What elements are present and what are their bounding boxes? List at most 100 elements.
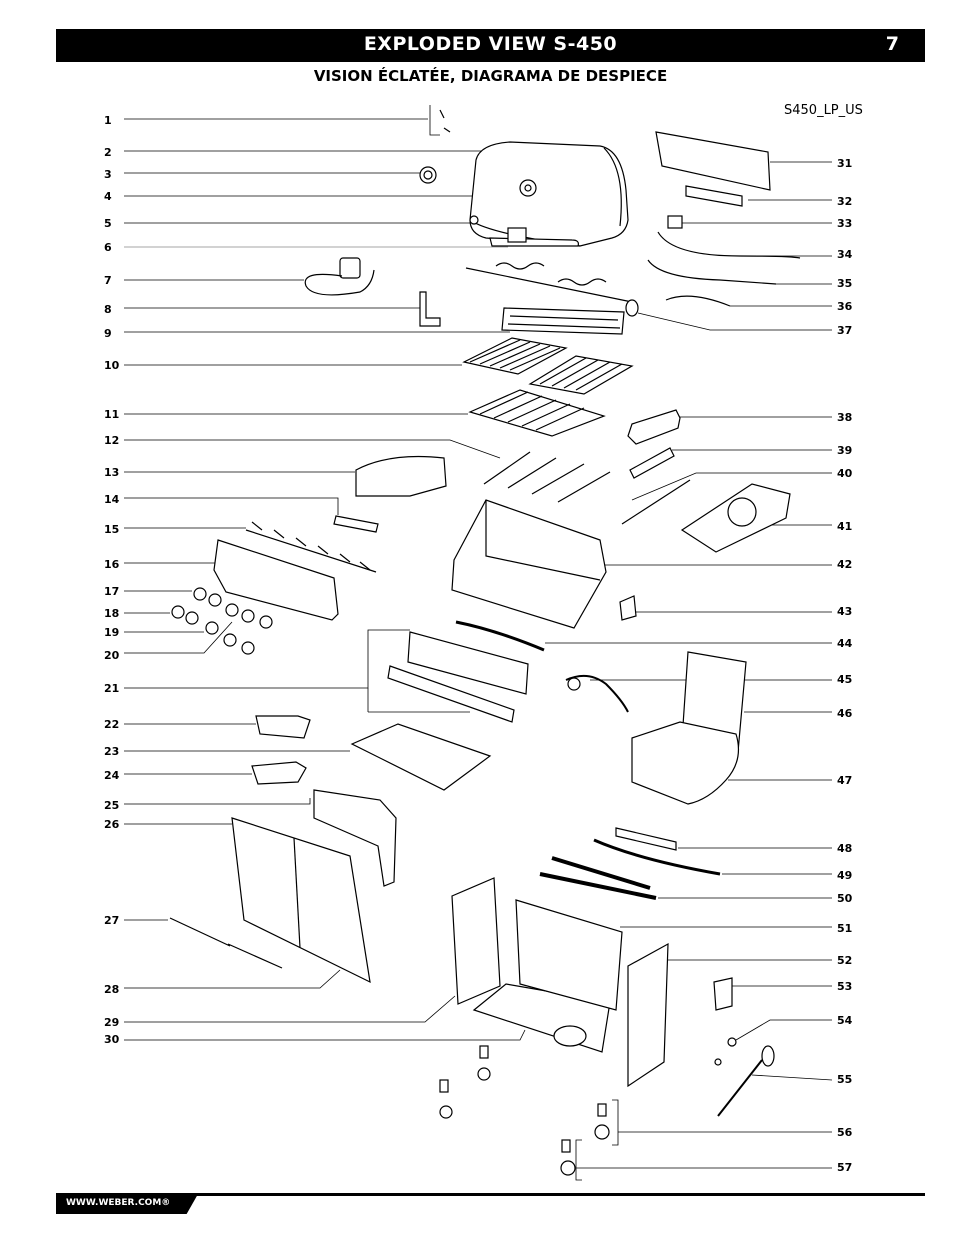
callout-25: 25 [104,799,120,812]
callout-48: 48 [837,842,853,855]
callout-32: 32 [837,195,853,208]
electrode-wire-part [665,295,731,307]
cabinet-back-part [515,899,623,1011]
burner-tube-part [531,463,585,495]
bracket-part [419,291,441,327]
wire-part [647,259,777,285]
cooking-grate-left-part [462,337,568,375]
caster-part [439,1105,453,1119]
footer-url[interactable]: WWW.WEBER.COM® [66,1198,171,1208]
knob-part [193,587,207,601]
rear-panel-part [407,631,529,695]
burner-tube-part [507,457,557,489]
side-burner-part [627,409,681,445]
knob-part [171,605,185,619]
callout-30: 30 [104,1033,120,1046]
burner-tube-part [483,451,531,485]
catch-pan-part [255,715,311,739]
crossover-bar-part [333,515,379,533]
spit-rod-part [465,267,633,303]
callout-33: 33 [837,217,853,230]
callout-37: 37 [837,324,853,337]
caster-part [597,1103,607,1117]
knob-part [208,593,222,607]
gas-hose-part [455,620,545,652]
knob-part [259,615,273,629]
footer-tab [56,1194,198,1214]
callout-29: 29 [104,1016,120,1029]
knob-part [241,641,255,655]
handle-end-part [469,215,479,225]
callout-17: 17 [104,585,120,598]
heat-deflector-part [629,447,675,479]
frame-left-part [451,877,501,1005]
front-strip-part [387,665,515,723]
callout-56: 56 [837,1126,853,1139]
callout-21: 21 [104,682,120,695]
tool-part [717,1059,763,1117]
callout-31: 31 [837,157,853,170]
callout-38: 38 [837,411,853,424]
door-handle-part [227,943,283,969]
callout-2: 2 [104,146,112,159]
frame-right-part [627,942,669,1088]
callout-50: 50 [837,892,853,905]
callout-51: 51 [837,922,853,935]
callout-35: 35 [837,277,853,290]
lid-part [469,141,629,247]
callout-28: 28 [104,983,120,996]
header-bar: EXPLODED VIEW S-450 7 [56,29,925,62]
callout-46: 46 [837,707,853,720]
valve-part [619,595,637,621]
warming-rack-part [501,307,625,335]
callout-23: 23 [104,745,120,758]
tank-bracket-part [713,977,733,1011]
door-panel-part [231,817,371,984]
callout-54: 54 [837,1014,853,1027]
side-burner-tube-part [621,479,691,525]
door-handle-part [169,917,231,947]
screw-part [439,109,451,133]
control-panel-part [213,539,339,621]
callout-57: 57 [837,1161,853,1174]
callout-52: 52 [837,954,853,967]
callout-39: 39 [837,444,853,457]
footer-rule [56,1193,925,1196]
callout-12: 12 [104,434,120,447]
callout-34: 34 [837,248,853,261]
side-panel-part [313,789,397,887]
callout-20: 20 [104,649,120,662]
burner-tube-part [557,471,611,503]
cooking-grate-right-part [528,355,634,395]
callout-55: 55 [837,1073,853,1086]
cookbox-part [451,499,607,629]
knob-part [225,603,239,617]
callout-13: 13 [104,466,120,479]
rotisserie-motor-part [339,257,361,279]
callout-40: 40 [837,467,853,480]
leader-lines [124,105,833,1181]
page-subtitle: VISION ÉCLATÉE, DIAGRAMA DE DESPIECE [313,67,668,85]
callout-1: 1 [104,114,112,127]
callout-27: 27 [104,914,120,927]
ignition-module-part [685,185,743,207]
handle-logo-part [507,227,527,243]
callout-19: 19 [104,626,120,639]
flavorizer-bars-part [468,389,606,437]
nut-part [727,1037,737,1047]
caster-part [439,1079,449,1093]
connector-part [667,215,683,229]
callout-15: 15 [104,523,120,536]
callout-6: 6 [104,241,112,254]
knob-part [223,633,237,647]
knob-part [185,611,199,625]
model-code: S450_LP_US [784,103,863,118]
side-table-part [631,721,739,805]
page-title: EXPLODED VIEW S-450 [363,33,618,55]
caster-part [561,1139,571,1153]
callout-49: 49 [837,869,853,882]
grill-parts [169,109,801,1176]
callout-7: 7 [104,274,112,287]
grease-tray-part [350,723,492,791]
